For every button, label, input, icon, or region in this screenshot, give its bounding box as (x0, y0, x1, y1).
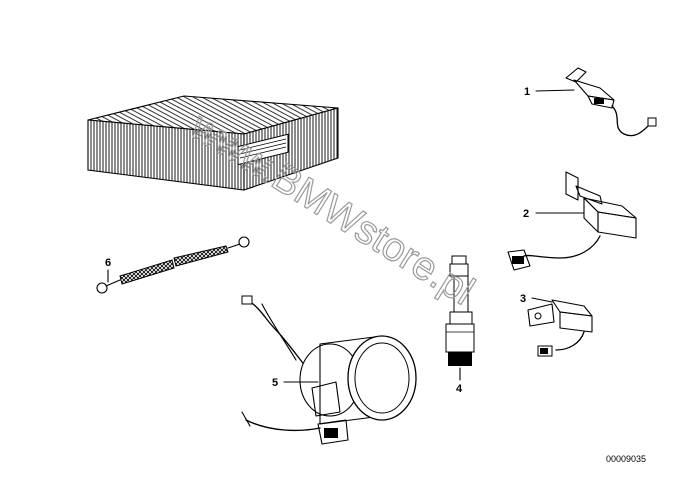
callout-5: 5 (272, 377, 278, 389)
callout-1: 1 (524, 86, 530, 98)
part-3-illustration (527, 297, 593, 357)
part-6-illustration (96, 236, 250, 294)
callout-2: 2 (523, 208, 529, 220)
part-2-illustration (507, 171, 637, 271)
reference-number: 00009035 (606, 454, 646, 464)
callout-3: 3 (520, 293, 526, 305)
part-5-illustration (241, 295, 417, 445)
filter-box-illustration (87, 95, 339, 191)
part-1-illustration (535, 67, 657, 137)
part-4-illustration (445, 255, 475, 381)
callout-6: 6 (105, 257, 111, 269)
callout-4: 4 (456, 383, 463, 395)
